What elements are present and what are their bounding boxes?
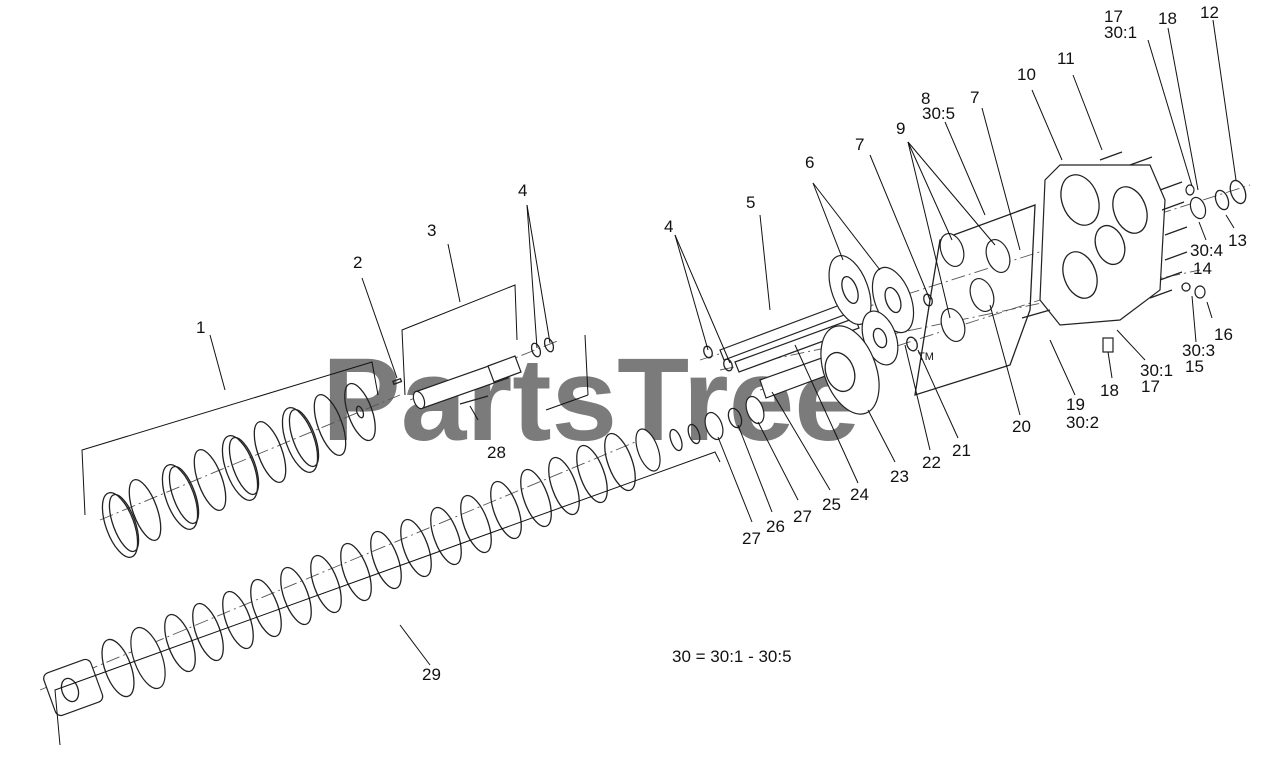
- leader-lines: [54, 19, 1237, 746]
- callout-27-right: 27: [793, 507, 812, 526]
- clutch-disc-stack-upper: [101, 382, 376, 558]
- callout-13: 13: [1228, 231, 1247, 250]
- callout-30-2: 30:2: [1066, 413, 1099, 432]
- callout-7-left: 7: [855, 135, 864, 154]
- callout-23: 23: [890, 467, 909, 486]
- callout-1: 1: [196, 318, 205, 337]
- callout-19: 19: [1066, 395, 1085, 414]
- callout-16: 16: [1214, 325, 1233, 344]
- callout-24: 24: [850, 485, 869, 504]
- callout-29: 29: [422, 665, 441, 684]
- housing-cover: [1039, 164, 1166, 326]
- callout-20: 20: [1012, 417, 1031, 436]
- legend-kit-range: 30 = 30:1 - 30:5: [672, 647, 792, 666]
- bearings-and-gasket: [914, 204, 1036, 396]
- callout-2: 2: [353, 253, 362, 272]
- gears: [820, 255, 918, 415]
- callout-8: 8: [921, 89, 930, 108]
- callout-18-top: 18: [1158, 9, 1177, 28]
- callout-30-3: 30:3: [1182, 341, 1215, 360]
- callout-7-right: 7: [970, 88, 979, 107]
- callout-22: 22: [922, 453, 941, 472]
- callout-4-lower: 4: [664, 217, 673, 236]
- callout-25: 25: [822, 495, 841, 514]
- housing-bolts: [1099, 151, 1188, 299]
- callout-30-1-lower: 30:1: [1140, 361, 1173, 380]
- callout-4-upper: 4: [518, 181, 527, 200]
- callout-3: 3: [427, 221, 436, 240]
- callout-12: 12: [1200, 3, 1219, 22]
- input-shaft-assembly: [392, 337, 555, 410]
- callout-15: 15: [1185, 357, 1204, 376]
- callout-14: 14: [1193, 259, 1212, 278]
- callout-17-lower: 17: [1141, 377, 1160, 396]
- callout-27-left: 27: [742, 529, 761, 548]
- callout-9: 9: [896, 119, 905, 138]
- callout-26: 26: [766, 517, 785, 536]
- callout-30-1-top: 30:1: [1104, 23, 1137, 42]
- callout-18-lower: 18: [1100, 381, 1119, 400]
- callout-30-4: 30:4: [1190, 241, 1223, 260]
- callout-5: 5: [746, 193, 755, 212]
- callout-30-5: 30:5: [922, 104, 955, 123]
- callout-28: 28: [487, 443, 506, 462]
- callout-labels: 1 2 3 4 28 29 4 5 6 7 9 8 30:5 7 10 11 1…: [196, 3, 1247, 684]
- callout-10: 10: [1017, 65, 1036, 84]
- callout-11: 11: [1057, 49, 1075, 68]
- clutch-pack-lower: [43, 423, 701, 717]
- callout-17-top: 17: [1104, 7, 1123, 26]
- callout-21: 21: [952, 441, 971, 460]
- callout-6: 6: [805, 153, 814, 172]
